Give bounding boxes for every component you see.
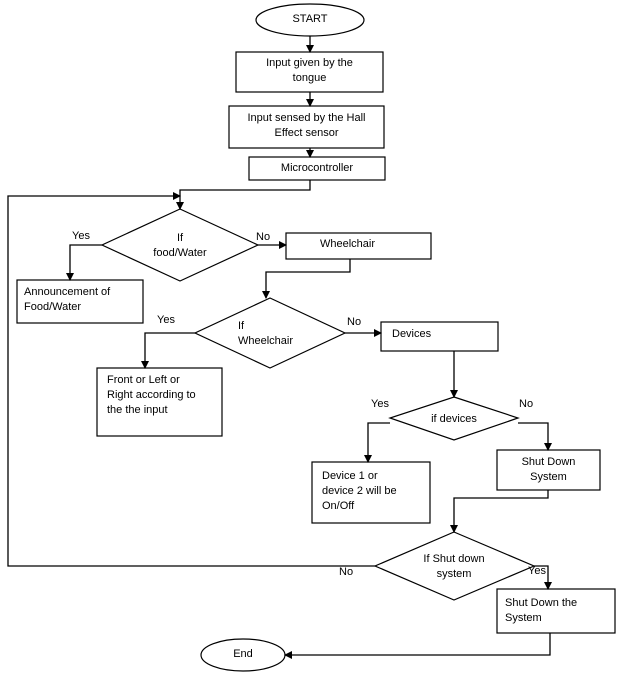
input-tongue-label: Input given by the tongue <box>266 57 353 84</box>
shutdown-system-label: Shut Down System <box>521 456 576 483</box>
edge-shutdown-to-decision <box>450 490 549 533</box>
announcement-box <box>16 279 144 324</box>
shutdown-no-label: No <box>339 566 354 578</box>
edge-devices-no <box>518 422 552 451</box>
devices-yes-label: Yes <box>371 398 389 410</box>
devices-label: Devices <box>392 328 432 340</box>
front-left-right-box <box>96 367 223 437</box>
devices-decision-label: if devices <box>431 413 477 425</box>
edge-to-end <box>284 633 551 659</box>
decision-devices <box>388 396 520 441</box>
microcontroller-label: Microcontroller <box>280 162 354 174</box>
end-label: End <box>233 648 253 660</box>
decision-shutdown <box>373 531 536 601</box>
shutdown-yes-label: Yes <box>528 565 546 577</box>
food-yes-label: Yes <box>72 230 90 242</box>
front-left-right-label: Front or Left or Right according to the … <box>107 374 196 416</box>
devices-no-label: No <box>519 398 534 410</box>
food-water-decision-label: If food/Water <box>153 232 207 259</box>
wheelchair-no-label: No <box>347 316 362 328</box>
food-no-label: No <box>256 231 271 243</box>
edge-devices-yes <box>364 422 390 463</box>
edge-wheelchair-to-decision <box>262 259 351 299</box>
device-onoff-label: Device 1 or device 2 will be On/Off <box>322 470 397 512</box>
decision-food-water <box>100 208 260 282</box>
edge-mcu-to-food <box>176 180 311 210</box>
wheelchair-yes-label: Yes <box>157 314 175 326</box>
wheelchair-decision-label: If Wheelchair <box>238 320 294 347</box>
device-onoff-box <box>311 461 431 524</box>
start-label: START <box>292 13 328 25</box>
microcontroller-box <box>248 156 386 181</box>
devices-box <box>380 321 499 352</box>
edge-shutdown-no-loop <box>7 192 375 567</box>
edge-wheelchair-yes <box>141 332 195 369</box>
edge-food-yes <box>66 244 102 281</box>
shutdown-decision-label: If Shut down system <box>423 553 485 580</box>
shutdown-system-box <box>496 449 601 491</box>
input-sensor-label: Input sensed by the Hall Effect sensor <box>247 112 366 139</box>
input-tongue-box <box>235 51 384 93</box>
shutdown-the-system-label: Shut Down the System <box>505 597 578 624</box>
announcement-label: Announcement of Food/Water <box>24 286 111 313</box>
edge-shutdown-yes <box>534 565 552 590</box>
wheelchair-label: Wheelchair <box>320 238 376 250</box>
decision-wheelchair <box>193 297 347 369</box>
shutdown-the-system-box <box>496 588 616 634</box>
